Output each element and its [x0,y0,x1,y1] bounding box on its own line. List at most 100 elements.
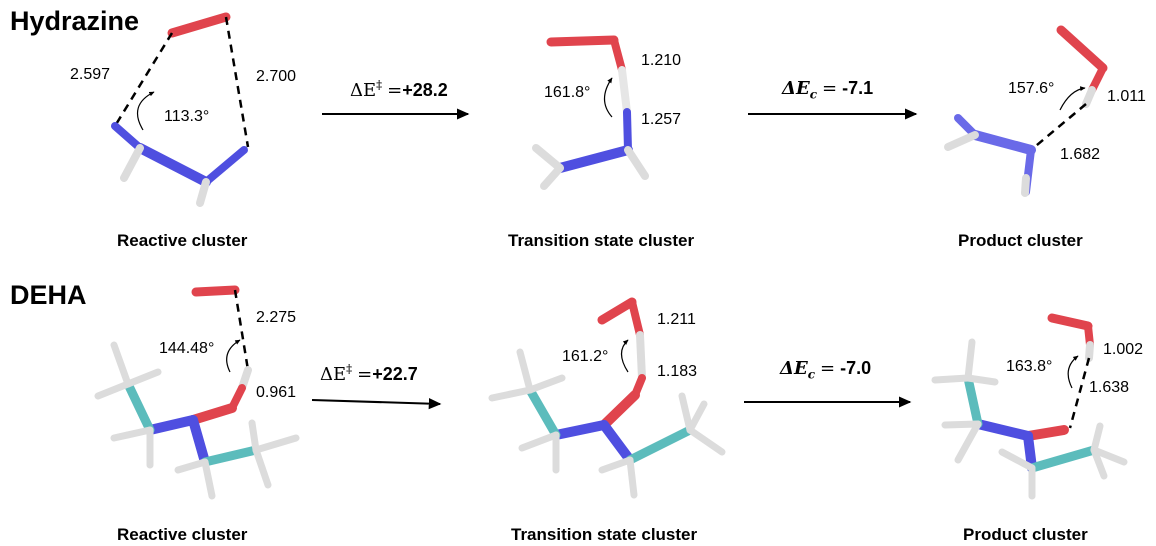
c-h-bond [174,458,209,474]
n-o-bond [599,390,640,430]
angle-label: 161.8° [544,84,591,101]
c-c-bond [625,425,695,465]
o-h-bond [628,298,644,339]
n-h-bond [623,108,632,154]
distance-label: 1.682 [1060,146,1101,163]
c-h-bond [201,458,216,500]
distance-label: 1.183 [657,363,698,380]
activation-energy-label: ΔE‡ =+28.2 [350,78,448,101]
c-c-bond [525,385,561,440]
n-h-bond [540,164,564,190]
n-h-bond [202,146,248,186]
n-n-bond [135,143,211,187]
angle-label: 144.48° [159,340,215,357]
hydrogen-bond-line [1068,357,1091,429]
c-h-bond [598,456,634,474]
distance-label: 1.211 [657,311,696,328]
hydrogen-bond-line [1030,103,1087,151]
o-h-bond [610,36,626,74]
deha-ts-molecule [488,297,726,499]
c-h-bond [518,431,560,452]
o-o-bond [1047,313,1093,331]
c-h-bond [686,426,726,456]
c-n-bond [599,420,635,465]
c-h-bond [1090,446,1128,466]
c-h-bond [626,456,638,499]
c-c-bond [1027,445,1099,473]
c-h-bond [1090,422,1104,454]
distance-line [113,32,174,127]
angle-arc [603,77,613,118]
c-h-bond [94,380,132,400]
hydrogen-transfer [636,331,646,382]
n-h-bond [944,131,979,151]
distance-line [233,289,250,371]
distance-label: 1.011 [1107,88,1146,105]
c-h-bond [110,426,154,442]
n-n-bond [555,145,633,173]
distance-label: 2.597 [70,66,111,83]
angle-arc [1067,355,1079,389]
c-h-bond [252,434,300,454]
hydrazine-reactive-molecule [111,12,250,207]
hydrogen-transfer [618,66,631,116]
c-h-bond [678,392,694,434]
c-h-bond [252,446,272,489]
n-o-bond [188,403,237,425]
n-n-bond [970,130,1036,155]
c-h-bond [110,341,132,388]
angle-label: 161.2° [562,348,609,365]
hydrazine-ts-molecule [532,35,649,190]
angle-arc [136,91,155,131]
n-h-bond [532,144,564,172]
c-c-bond [200,445,261,467]
row-title-hydrazine: Hydrazine [10,6,140,36]
c-h-bond [516,348,534,394]
distance-label: 0.961 [256,384,297,401]
o-o-bond [597,297,637,325]
panel-caption: Reactive cluster [117,525,248,544]
o-h-bond [1088,64,1107,94]
panel-caption: Transition state cluster [508,231,695,250]
c-h-bond [941,420,982,429]
n-o-bond [1023,425,1069,441]
activation-energy-label: ΔE‡ =+22.7 [320,362,418,385]
c-c-bond [963,373,983,429]
deha-reactive-molecule [94,285,300,500]
distance-label: 1.638 [1089,379,1130,396]
distance-label: 2.275 [256,309,297,326]
distance-label: 1.210 [641,52,682,69]
oxygen-molecule [167,12,231,38]
angle-arc [226,339,241,373]
angle-label: 163.8° [1006,358,1053,375]
angle-arc [620,339,629,373]
angle-label: 113.3° [164,108,210,125]
panel-caption: Reactive cluster [117,231,248,250]
n-h-bond [624,146,649,180]
c-h-bond [998,448,1036,472]
c-n-bond [973,419,1033,441]
panel-caption: Product cluster [963,525,1088,544]
c-h-bond [954,420,982,464]
c-n-bond [145,415,198,435]
distance-line [224,16,250,148]
o-h-bond [1085,341,1094,362]
panel-caption: Product cluster [958,231,1083,250]
c-n-bond [1023,431,1037,473]
distance-label: 1.002 [1103,341,1144,358]
n-h-bond [1021,174,1030,197]
deha-product-molecule [931,313,1128,500]
angle-arc [1059,86,1086,111]
c-h-bond [964,374,999,386]
c-n-bond [551,420,609,440]
distance-label: 1.257 [641,111,682,128]
reaction-energy-label: ΔEc = -7.1 [782,78,874,102]
hydrazine-product-molecule [944,25,1108,197]
c-h-bond [124,368,162,388]
o-o-bond [1056,25,1108,73]
panel-caption: Transition state cluster [511,525,698,544]
reaction-arrow [311,398,442,410]
distance-label: 2.700 [256,68,297,85]
n-h-bond [120,144,144,182]
